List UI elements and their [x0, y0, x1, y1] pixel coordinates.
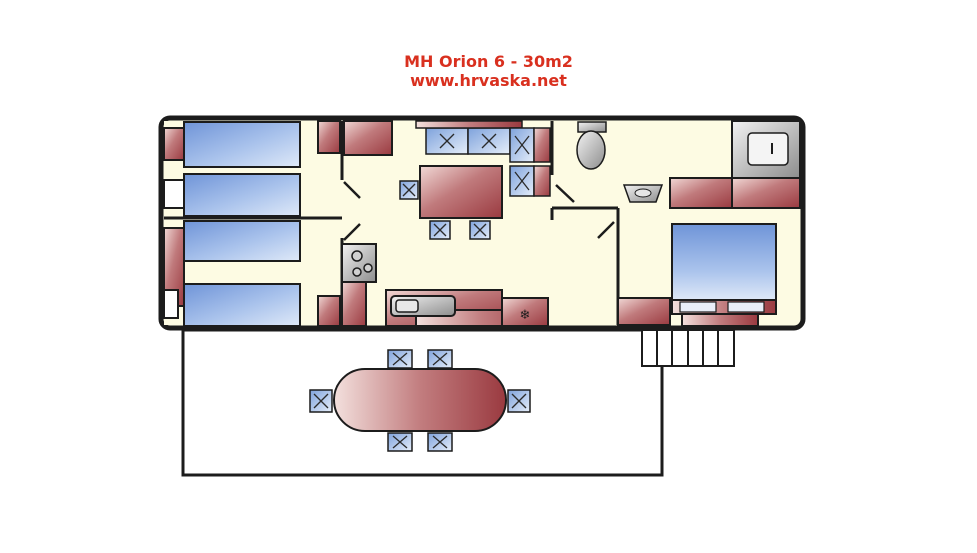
single-bed: [183, 173, 301, 217]
bench-back: [533, 165, 551, 197]
bench-back: [533, 127, 551, 163]
burner: [352, 267, 362, 277]
snowflake-icon: ❄: [520, 308, 531, 323]
door-swing: [597, 221, 615, 239]
fridge: [501, 297, 549, 327]
dining-table: [419, 165, 503, 219]
bedside-cabinet: [163, 179, 185, 209]
bench-back: [415, 120, 523, 129]
wardrobe: [343, 120, 393, 156]
living-area: ❄: [317, 120, 551, 327]
terrace-table: [333, 368, 507, 432]
plan-title: MH Orion 6 - 30m2: [404, 52, 573, 71]
double-bed: [671, 223, 777, 303]
bathroom-cabinet: [669, 177, 733, 209]
bedside-cabinet: [163, 289, 179, 319]
shower-tray: [747, 132, 789, 166]
master-bedroom: [597, 208, 777, 327]
pillow: [727, 301, 765, 313]
seat-cross-marks: [402, 133, 530, 237]
pillow: [679, 301, 717, 313]
entrance-steps: [641, 329, 735, 367]
burner: [351, 250, 363, 262]
wardrobe: [317, 295, 341, 327]
bedside-table: [617, 297, 671, 326]
bedside-table: [681, 313, 759, 327]
door-swing: [343, 223, 361, 241]
toilet-bowl: [576, 130, 606, 170]
single-bed: [183, 283, 301, 327]
door-swing: [555, 184, 575, 203]
door-swing: [343, 181, 361, 199]
bathroom-cabinet: [731, 177, 801, 209]
bathroom: [550, 120, 801, 220]
single-bed: [183, 220, 301, 262]
wardrobe: [317, 120, 341, 154]
burner: [363, 263, 373, 273]
plan-header: MH Orion 6 - 30m2 www.hrvaska.net: [0, 52, 977, 90]
kitchen-sink-bowl: [395, 299, 419, 313]
kitchen-counter: [341, 281, 367, 327]
terrace-furniture: [309, 349, 531, 452]
plan-website: www.hrvaska.net: [410, 71, 567, 90]
single-bed: [183, 121, 301, 168]
bunk-room: [163, 121, 344, 327]
bedside-cabinet: [163, 127, 185, 161]
terrace-cross-marks: [313, 352, 527, 449]
